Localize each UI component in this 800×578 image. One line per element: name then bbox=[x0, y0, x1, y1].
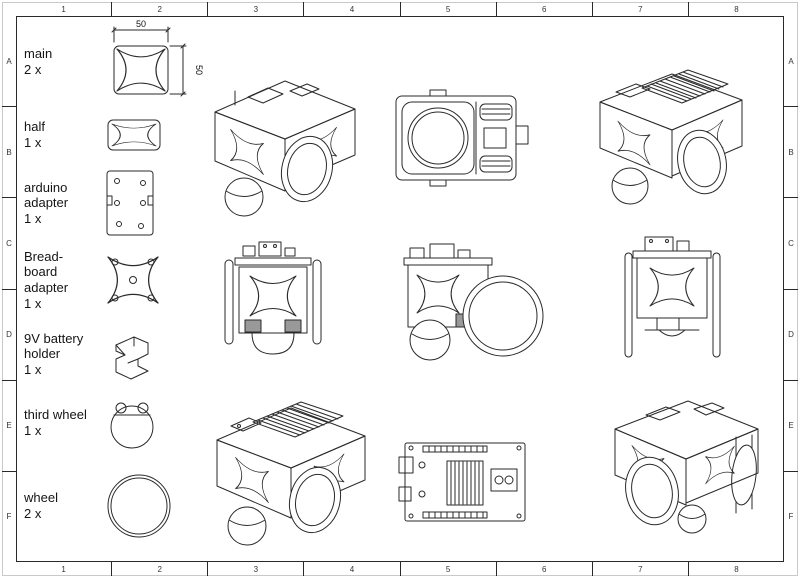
part-drawing-battery-holder bbox=[115, 336, 149, 380]
zone-label: F bbox=[784, 470, 798, 562]
part-drawing-arduino-adapter bbox=[106, 170, 154, 236]
part-label: half 1 x bbox=[24, 119, 94, 150]
part-qty: 1 x bbox=[24, 135, 42, 150]
part-qty: 1 x bbox=[24, 361, 42, 377]
part-name: half bbox=[24, 119, 45, 135]
view-assembly-iso-front-left bbox=[214, 80, 356, 217]
dimension-height-label: 50 bbox=[194, 65, 204, 75]
part-qty: 1 x bbox=[24, 210, 42, 226]
zone-label: C bbox=[784, 197, 798, 288]
part-drawing-breadboard-adapter bbox=[107, 256, 159, 304]
zone-label: 2 bbox=[111, 2, 207, 16]
part-row-breadboard-adapter: Bread-board adapter 1 x bbox=[24, 244, 210, 316]
view-assembly-side bbox=[403, 243, 544, 361]
part-name: main bbox=[24, 46, 53, 62]
part-label: third wheel 1 x bbox=[24, 407, 94, 438]
part-row-wheel: wheel 2 x bbox=[24, 470, 210, 542]
drawing-frame-border bbox=[16, 16, 784, 562]
zone-label: 7 bbox=[591, 2, 688, 16]
part-name: wheel bbox=[24, 490, 58, 506]
zone-label: 3 bbox=[207, 2, 303, 16]
zone-label: 1 bbox=[61, 564, 66, 574]
zone-label: 5 bbox=[399, 562, 496, 576]
view-assembly-top bbox=[395, 89, 529, 187]
part-name: arduino adapter bbox=[24, 179, 69, 211]
zone-label: B bbox=[784, 106, 798, 197]
zone-label: A bbox=[6, 56, 12, 66]
part-drawing-third-wheel bbox=[110, 402, 154, 449]
part-name: third wheel bbox=[24, 407, 87, 423]
zone-label: C bbox=[2, 197, 16, 288]
part-label: 9V battery holder 1 x bbox=[24, 331, 94, 378]
part-label: Bread-board adapter 1 x bbox=[24, 249, 94, 311]
zone-label: 1 bbox=[61, 4, 66, 14]
part-drawing-half bbox=[107, 119, 161, 151]
part-qty: 1 x bbox=[24, 423, 42, 438]
part-row-battery-holder: 9V battery holder 1 x bbox=[24, 324, 210, 384]
zone-label: 7 bbox=[591, 562, 688, 576]
view-arduino-board-top bbox=[398, 442, 526, 522]
zone-label: 4 bbox=[303, 2, 399, 16]
zone-label: E bbox=[2, 379, 16, 471]
zone-strip-bottom: 1 2 3 4 5 6 7 8 bbox=[16, 562, 784, 576]
zone-label: 2 bbox=[111, 562, 207, 576]
view-assembly-iso-rear bbox=[614, 400, 759, 534]
part-row-arduino-adapter: arduino adapter 1 x bbox=[24, 166, 210, 240]
zone-label: 3 bbox=[207, 562, 303, 576]
zone-strip-left: A B C D E F bbox=[2, 16, 16, 562]
zone-label: B bbox=[2, 106, 16, 197]
zone-label: A bbox=[788, 56, 794, 66]
zone-strip-right: A B C D E F bbox=[784, 16, 798, 562]
part-row-third-wheel: third wheel 1 x bbox=[24, 392, 210, 454]
zone-label: 6 bbox=[495, 2, 592, 16]
dimension-width-label: 50 bbox=[136, 19, 146, 29]
part-label: arduino adapter 1 x bbox=[24, 180, 94, 227]
zone-label: D bbox=[2, 288, 16, 380]
part-drawing-main: 50 50 bbox=[111, 19, 204, 97]
zone-label: 8 bbox=[687, 2, 784, 16]
view-assembly-back bbox=[624, 236, 721, 358]
zone-label: F bbox=[2, 470, 16, 562]
part-qty: 2 x bbox=[24, 62, 42, 77]
zone-label: D bbox=[784, 288, 798, 380]
part-qty: 2 x bbox=[24, 506, 42, 521]
zone-label: 8 bbox=[687, 562, 784, 576]
part-row-half: half 1 x bbox=[24, 112, 210, 158]
part-qty: 1 x bbox=[24, 295, 42, 311]
zone-label: 4 bbox=[303, 562, 399, 576]
view-assembly-front bbox=[224, 241, 322, 355]
zone-label: E bbox=[784, 379, 798, 471]
part-label: wheel 2 x bbox=[24, 490, 94, 521]
view-assembly-iso-left bbox=[216, 401, 366, 546]
zone-label: 6 bbox=[495, 562, 592, 576]
view-assembly-iso-front-right bbox=[599, 69, 743, 205]
part-drawing-wheel bbox=[107, 474, 171, 538]
part-row-main: main 2 x 50 50 bbox=[24, 16, 210, 108]
part-name: 9V battery holder bbox=[24, 330, 84, 362]
zone-strip-top: 1 2 3 4 5 6 7 8 bbox=[16, 2, 784, 16]
zone-label: 5 bbox=[399, 2, 496, 16]
part-label: main 2 x bbox=[24, 46, 94, 77]
part-name: Bread-board adapter bbox=[24, 248, 69, 295]
